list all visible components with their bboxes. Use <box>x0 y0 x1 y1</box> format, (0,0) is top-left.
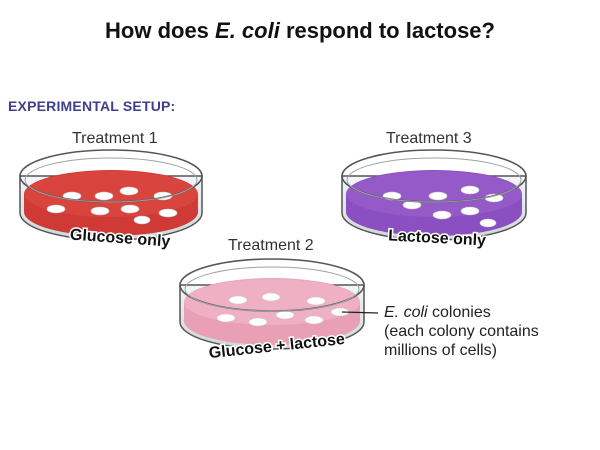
colony-annotation: E. coli colonies (each colony contains m… <box>384 303 539 360</box>
title-italic: E. coli <box>215 18 280 43</box>
title-suffix: respond to lactose? <box>279 18 495 43</box>
petri-dish-3: Lactose only <box>341 149 527 251</box>
title-prefix: How does <box>105 18 216 43</box>
annotation-line-1: E. coli colonies <box>384 303 539 322</box>
treatment-3-label: Treatment 3 <box>386 130 472 147</box>
annotation-italic: E. coli <box>384 304 428 321</box>
annotation-line-2: (each colony contains <box>384 323 539 340</box>
annotation-pointer <box>341 311 379 314</box>
annotation-line-3: millions of cells) <box>384 342 497 359</box>
colonies-2 <box>216 292 350 327</box>
petri-dish-1: Glucose only <box>19 149 203 252</box>
annotation-line1-rest: colonies <box>427 304 491 321</box>
section-label: EXPERIMENTAL SETUP: <box>8 98 176 114</box>
colonies-3 <box>382 185 504 228</box>
treatment-1-label: Treatment 1 <box>72 130 158 147</box>
medium-2-surface <box>184 279 360 325</box>
colonies-1 <box>46 186 178 225</box>
petri-dish-2: Glucose + lactose <box>179 258 365 364</box>
treatment-2-label: Treatment 2 <box>228 237 314 254</box>
page-title: How does E. coli respond to lactose? <box>0 18 600 44</box>
